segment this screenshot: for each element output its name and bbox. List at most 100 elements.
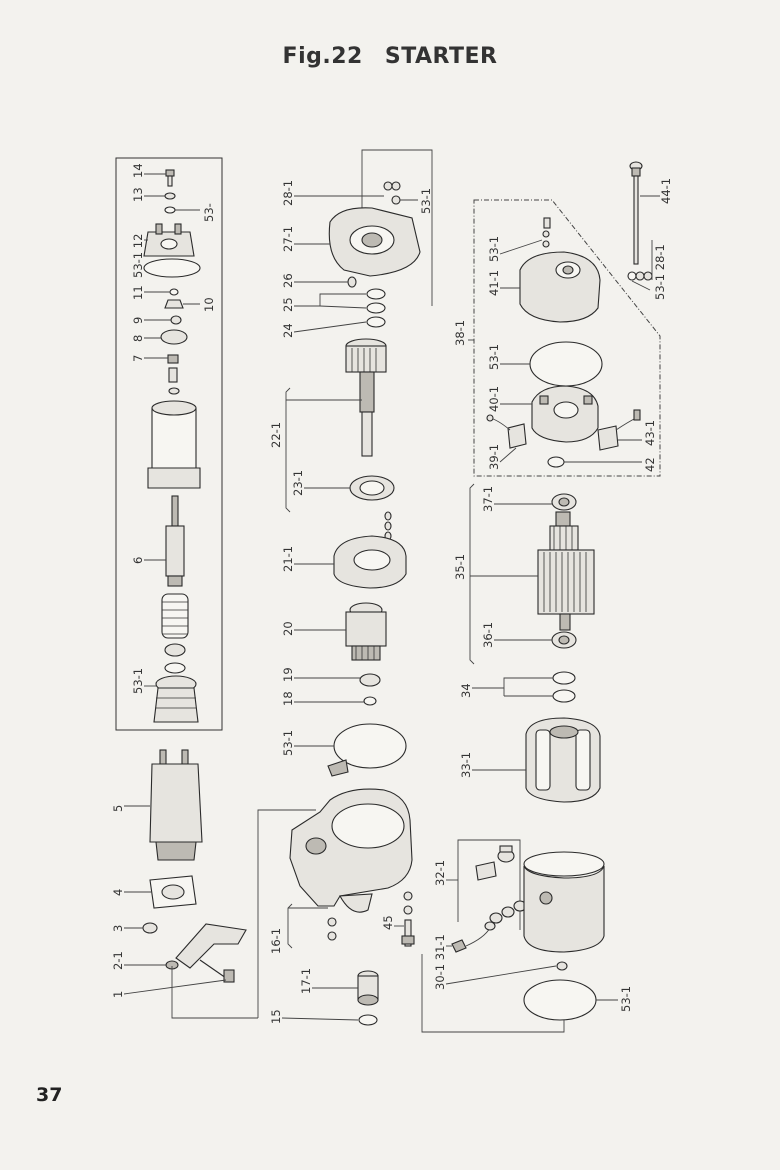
part-37-1-bearing-inner [558, 497, 570, 507]
yoke-bracket-frame [457, 839, 521, 930]
label-16-1: 16-1 [269, 928, 283, 954]
plunger-washer [164, 643, 186, 657]
part-39-1-brush-left [486, 414, 527, 449]
label-53-dash: 53- [202, 203, 216, 222]
label-53-1-top: 53-1 [419, 188, 433, 214]
label-9: 9 [131, 317, 145, 324]
label-5: 5 [111, 805, 125, 812]
rear-washer-a [542, 230, 550, 238]
label-3: 3 [111, 925, 125, 932]
label-20: 20 [281, 621, 295, 636]
part-12-switch-cap [143, 223, 195, 257]
part-7-spring [168, 367, 178, 383]
part-45-bolt [401, 919, 415, 947]
label-18: 18 [281, 691, 295, 706]
label-53-1-bottom: 53-1 [619, 986, 633, 1012]
label-14: 14 [131, 163, 145, 178]
part-43-1-brush-right [597, 409, 641, 451]
part-25-ring-a [366, 288, 386, 300]
part-22-1-pinion-shaft [345, 338, 387, 457]
label-15: 15 [269, 1009, 283, 1024]
part-23-1-bearing [349, 475, 395, 501]
label-33-1: 33-1 [459, 752, 473, 778]
housing-screw-a [327, 917, 337, 927]
label-42: 42 [643, 457, 657, 472]
label-53-1-boot: 53-1 [131, 668, 145, 694]
figure-number: Fig.22 [282, 44, 363, 69]
solenoid-sleeve [147, 400, 201, 489]
part-9-washer [170, 315, 182, 325]
part-28-1-washer-rear [635, 271, 645, 281]
part-10-nut [164, 299, 184, 309]
label-8: 8 [131, 335, 145, 342]
part-33-1-field-coil [525, 717, 601, 803]
part-7-holder [167, 354, 179, 364]
part-13-washer [164, 192, 176, 200]
part-53-1-oring [143, 258, 201, 278]
part-14-bolt [165, 169, 175, 187]
yoke-housing [523, 851, 605, 953]
part-7-washer [168, 387, 180, 395]
part-5-solenoid-body [149, 749, 203, 861]
label-38-1: 38-1 [453, 320, 467, 346]
label-11: 11 [131, 285, 145, 300]
label-34: 34 [459, 683, 473, 698]
part-31-1-lead-wire [451, 921, 496, 953]
yoke-bottom-leader [421, 954, 565, 1033]
part-21-1-screw-a [384, 511, 392, 521]
label-41-1: 41-1 [487, 270, 501, 296]
part-35-1-armature [537, 511, 595, 631]
label-53-1-rear: 53-1 [487, 236, 501, 262]
rear-assembly-group [421, 161, 661, 1033]
label-26: 26 [281, 273, 295, 288]
part-53-1-washer-a [391, 195, 401, 205]
part-6-plunger [165, 495, 185, 587]
part-25-ring-b [366, 302, 386, 314]
part-44-1-through-bolt [629, 161, 643, 265]
label-32-1: 32-1 [433, 860, 447, 886]
label-35-1: 35-1 [453, 554, 467, 580]
label-36-1: 36-1 [481, 622, 495, 648]
right-labels: 44-1 53-1 41-1 53-1 28-1 38-1 53-1 40-1 … [433, 178, 673, 1012]
label-19: 19 [281, 667, 295, 682]
part-53-1-bottom-oring [523, 979, 597, 1021]
part-45-washer-b [403, 905, 413, 915]
part-42-spring [547, 456, 565, 468]
part-41-1-rear-cover [519, 251, 601, 323]
part-53-oring-small [164, 206, 176, 214]
label-27-1: 27-1 [281, 226, 295, 252]
rear-screw [543, 217, 551, 229]
housing-screw-b [327, 931, 337, 941]
part-15-ring [358, 1014, 378, 1026]
part-28-1-screw [383, 181, 393, 191]
part-34-washer-a [552, 671, 576, 685]
part-28-1-washer [391, 181, 401, 191]
left-bottom-leader [171, 966, 258, 1019]
solenoid-assembly-group [115, 157, 258, 1019]
label-53-1-big-oring: 53-1 [487, 344, 501, 370]
yoke-washers [489, 900, 527, 924]
label-13: 13 [131, 187, 145, 202]
label-7: 7 [131, 355, 145, 362]
label-23-1: 23-1 [291, 470, 305, 496]
label-44-1: 44-1 [659, 178, 673, 204]
label-4: 4 [111, 889, 125, 896]
part-28-1-screw-rear [643, 271, 653, 281]
label-53-1-28-1: 53-1 28-1 [653, 244, 667, 300]
label-1: 1 [111, 991, 125, 998]
label-17-1: 17-1 [299, 968, 313, 994]
figure-name: STARTER [384, 44, 498, 69]
label-10: 10 [202, 297, 216, 312]
part-40-1-brush-holder [531, 385, 599, 443]
middle-labels: 28-1 53-1 27-1 26 25 24 22-1 23-1 21-1 2… [269, 180, 433, 1024]
label-40-1: 40-1 [487, 386, 501, 412]
label-25: 25 [281, 297, 295, 312]
label-37-1: 37-1 [481, 486, 495, 512]
part-45-washer-a [403, 891, 413, 901]
label-24: 24 [281, 323, 295, 338]
label-39-1: 39-1 [487, 444, 501, 470]
part-18-clip [363, 696, 377, 706]
label-45: 45 [381, 915, 395, 930]
part-8-contact-plate [160, 329, 188, 345]
